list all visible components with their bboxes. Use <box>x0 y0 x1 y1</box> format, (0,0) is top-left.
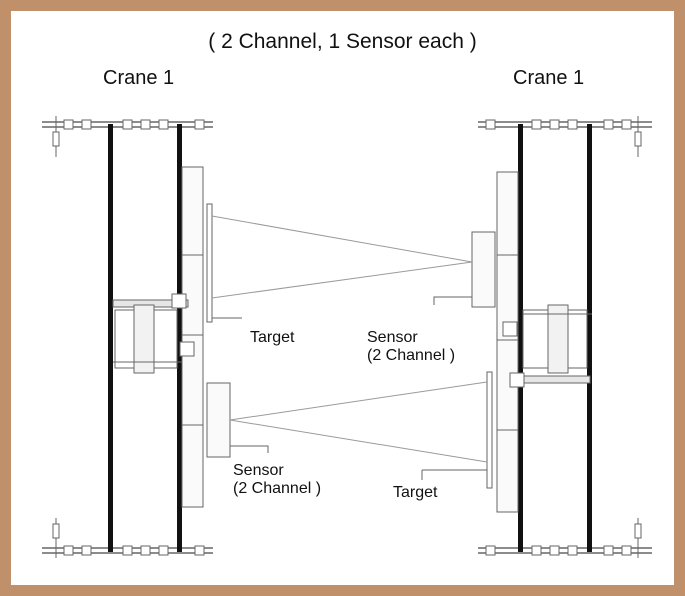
sensor-upper-label-line1: Sensor <box>367 329 418 346</box>
beam-lower-bottom <box>229 419 488 463</box>
right-crane-beam-outer <box>587 124 592 552</box>
left-crane <box>42 116 269 558</box>
diagram-subtitle: ( 2 Channel, 1 Sensor each ) <box>208 30 477 53</box>
target-upper-label: Target <box>250 329 295 346</box>
target-plate-upper <box>206 203 242 323</box>
crane-left-title: Crane 1 <box>103 67 175 89</box>
left-crane-bottom-rail <box>42 518 213 558</box>
left-crane-girder <box>181 166 204 508</box>
left-crane-trolley <box>112 293 195 374</box>
left-crane-beam-outer <box>108 124 113 552</box>
target-plate-lower <box>421 371 493 489</box>
sensor-lower-label: Sensor (2 Channel ) <box>233 462 321 497</box>
sensor-lower-label-line1: Sensor <box>233 462 284 479</box>
left-crane-top-rail <box>42 116 213 157</box>
right-crane <box>421 116 652 558</box>
target-lower-label: Target <box>393 484 438 501</box>
sensor-upper-label: Sensor (2 Channel ) <box>367 329 455 364</box>
sensor-lower-label-line2: (2 Channel ) <box>233 479 322 497</box>
right-crane-beam-inner <box>518 124 523 552</box>
sensor-upper-label-line2: (2 Channel ) <box>367 346 456 364</box>
beam-upper-bottom <box>211 261 473 299</box>
crane-right-title: Crane 1 <box>513 67 585 89</box>
measuring-beams <box>211 215 488 463</box>
sensor-upper <box>433 231 496 308</box>
right-crane-bottom-rail <box>478 518 652 558</box>
right-crane-girder <box>496 171 519 513</box>
right-crane-top-rail <box>478 116 652 157</box>
beam-lower-top <box>229 381 488 421</box>
sensor-lower <box>206 382 269 458</box>
left-crane-beam-inner <box>177 124 182 552</box>
beam-upper-top <box>211 215 473 263</box>
right-crane-trolley <box>502 304 592 388</box>
